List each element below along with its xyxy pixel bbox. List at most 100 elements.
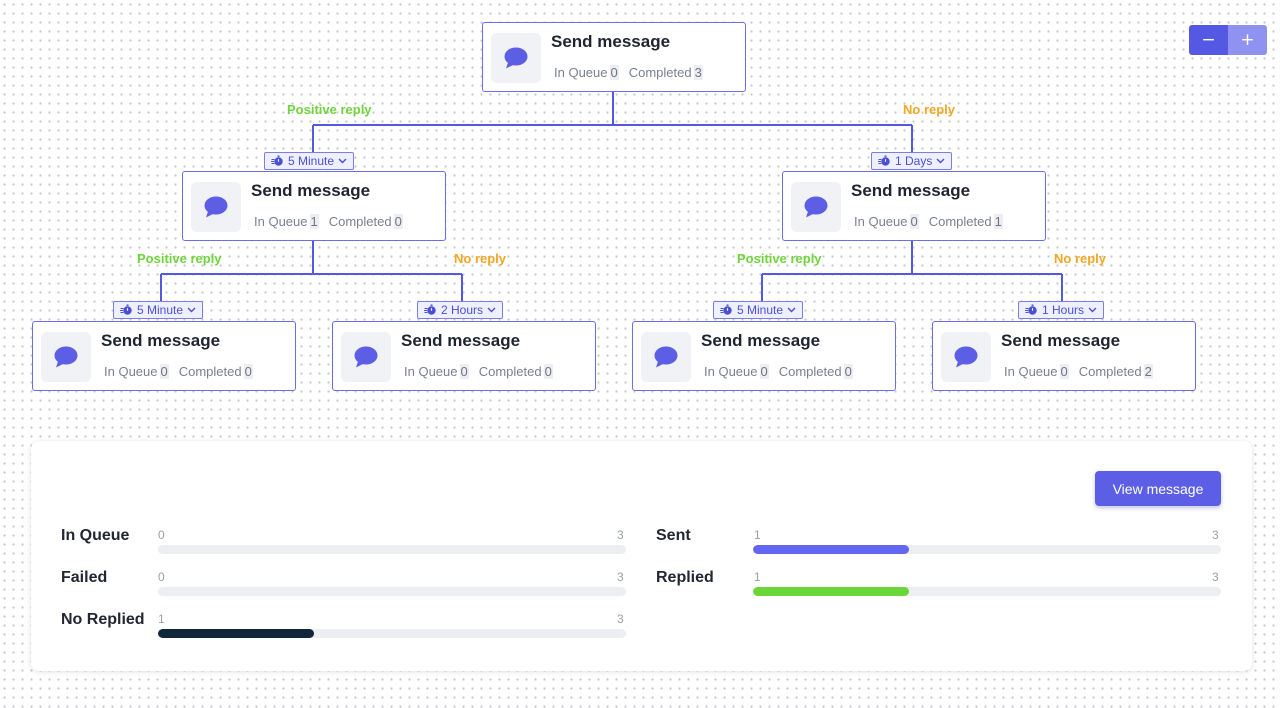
chat-bubble-icon — [504, 47, 528, 69]
edge-label-no-reply: No reply — [1054, 251, 1107, 266]
completed-label: Completed — [328, 214, 392, 229]
zoom-out-button[interactable]: − — [1189, 25, 1228, 55]
timer-icon — [1025, 304, 1037, 315]
in-queue-count: 0 — [609, 65, 619, 80]
metric-value: 0 — [158, 528, 165, 542]
chat-bubble-icon — [354, 346, 378, 368]
node-icon-box — [641, 332, 691, 382]
metric-max: 3 — [1212, 528, 1219, 542]
edge-label-positive-reply: Positive reply — [287, 102, 372, 117]
in-queue-label: In Queue — [104, 364, 158, 379]
metric-max: 3 — [617, 570, 624, 584]
completed-count: 0 — [543, 364, 553, 379]
progress-track-no-replied — [158, 629, 626, 638]
in-queue-count: 0 — [459, 364, 469, 379]
delay-selector[interactable]: 5 Minute — [113, 301, 204, 319]
in-queue-label: In Queue — [704, 364, 758, 379]
delay-selector[interactable]: 5 Minute — [264, 152, 355, 170]
metric-value: 1 — [754, 528, 761, 542]
node-icon-box — [41, 332, 91, 382]
chevron-down-icon — [1088, 307, 1097, 313]
timer-icon — [424, 304, 436, 315]
completed-label: Completed — [778, 364, 842, 379]
delay-value: 1 Hours — [1042, 303, 1085, 317]
in-queue-count: 1 — [309, 214, 319, 229]
completed-count: 0 — [393, 214, 403, 229]
node-icon-box — [791, 182, 841, 232]
node-title: Send message — [401, 331, 521, 350]
metric-value: 1 — [754, 570, 761, 584]
timer-icon — [120, 304, 132, 315]
in-queue-count: 0 — [759, 364, 769, 379]
in-queue-count: 0 — [159, 364, 169, 379]
timer-icon — [720, 304, 732, 315]
chat-bubble-icon — [804, 196, 828, 218]
in-queue-label: In Queue — [554, 65, 608, 80]
chat-bubble-icon — [654, 346, 678, 368]
in-queue-label: In Queue — [254, 214, 308, 229]
delay-value: 5 Minute — [288, 154, 335, 168]
timer-icon — [878, 155, 890, 166]
metric-value: 0 — [158, 570, 165, 584]
completed-count: 2 — [1143, 364, 1153, 379]
chat-bubble-icon — [954, 346, 978, 368]
timer-icon — [271, 155, 283, 166]
progress-track-in-queue — [158, 545, 626, 554]
node-title: Send message — [251, 181, 371, 200]
delay-value: 5 Minute — [737, 303, 784, 317]
completed-count: 3 — [693, 65, 703, 80]
metric-label-replied: Replied — [656, 569, 714, 586]
edge-label-positive-reply: Positive reply — [137, 251, 222, 266]
delay-selector[interactable]: 1 Hours — [1018, 301, 1105, 319]
completed-count: 0 — [843, 364, 853, 379]
metric-max: 3 — [617, 612, 624, 626]
metric-value: 1 — [158, 612, 165, 626]
delay-selector[interactable]: 2 Hours — [417, 301, 504, 319]
node-title: Send message — [1001, 331, 1121, 350]
delay-selector[interactable]: 5 Minute — [713, 301, 804, 319]
delay-value: 2 Hours — [441, 303, 484, 317]
completed-label: Completed — [178, 364, 242, 379]
stats-panel: View message In Queue 0 3 Failed 0 3 No … — [31, 441, 1252, 671]
completed-label: Completed — [478, 364, 542, 379]
progress-track-sent — [753, 545, 1221, 554]
edge-label-positive-reply: Positive reply — [737, 251, 822, 266]
node-title: Send message — [101, 331, 221, 350]
progress-fill-replied — [753, 587, 909, 596]
chevron-down-icon — [487, 307, 496, 313]
view-message-button[interactable]: View message — [1095, 471, 1221, 506]
completed-label: Completed — [628, 65, 692, 80]
zoom-in-button[interactable]: + — [1228, 25, 1267, 55]
chevron-down-icon — [787, 307, 796, 313]
chat-bubble-icon — [204, 196, 228, 218]
chat-bubble-icon — [54, 346, 78, 368]
node-icon-box — [191, 182, 241, 232]
chevron-down-icon — [187, 307, 196, 313]
in-queue-label: In Queue — [854, 214, 908, 229]
metric-label-in-queue: In Queue — [61, 527, 130, 544]
completed-count: 1 — [993, 214, 1003, 229]
delay-value: 5 Minute — [137, 303, 184, 317]
metric-label-failed: Failed — [61, 569, 108, 586]
progress-fill-no-replied — [158, 629, 314, 638]
node-icon-box — [341, 332, 391, 382]
progress-track-failed — [158, 587, 626, 596]
progress-track-replied — [753, 587, 1221, 596]
in-queue-count: 0 — [1059, 364, 1069, 379]
delay-selector[interactable]: 1 Days — [871, 152, 953, 170]
